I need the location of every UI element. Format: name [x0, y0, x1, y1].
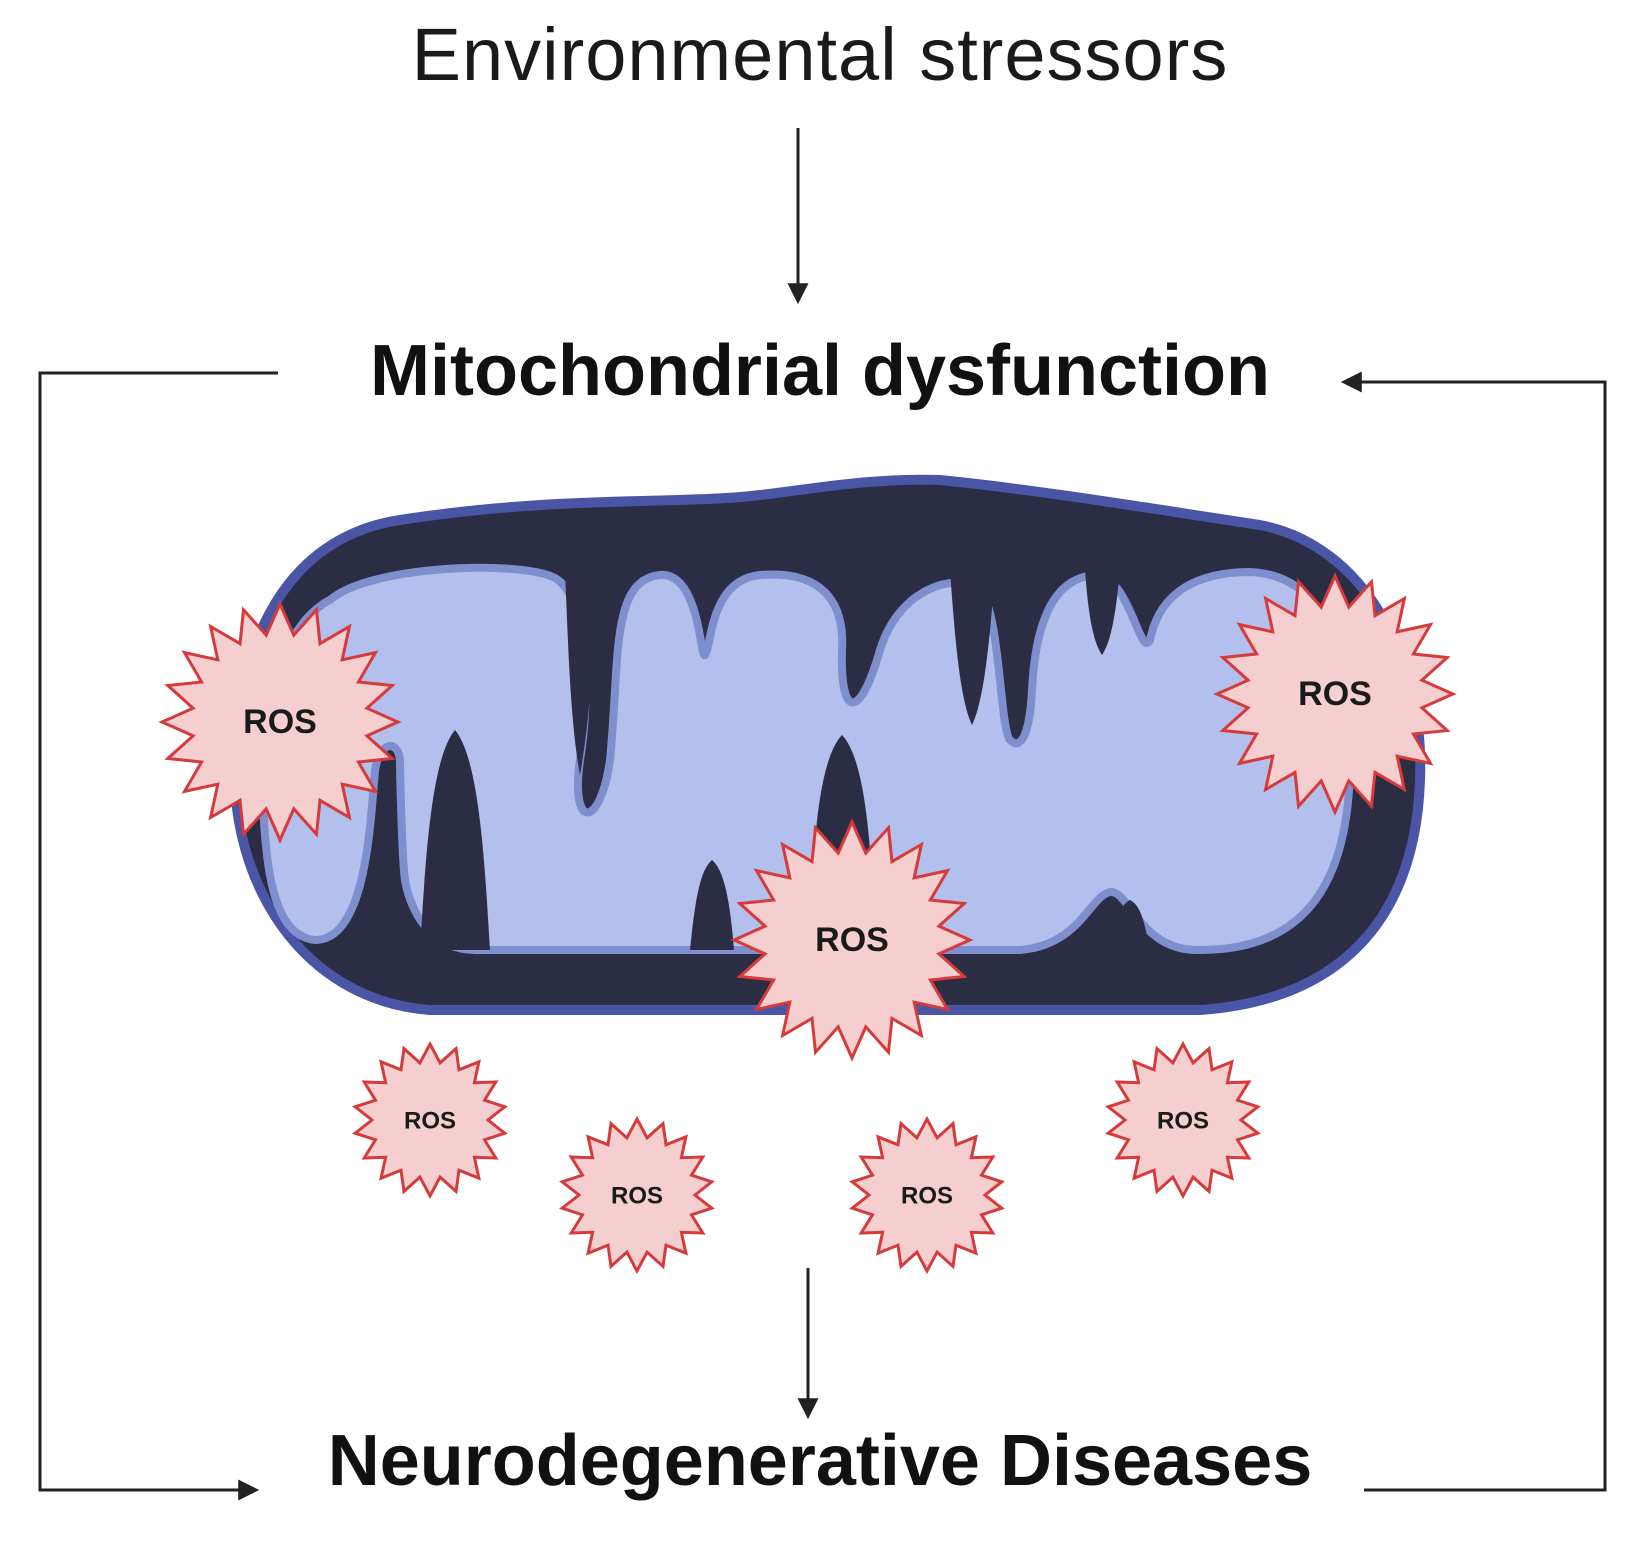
left-loop-arrow — [38, 371, 278, 1501]
ros-burst: ROS — [730, 818, 974, 1062]
ros-starburst-shape — [158, 600, 402, 844]
ros-burst: ROS — [352, 1040, 508, 1200]
ros-burst: ROS — [559, 1115, 715, 1275]
crista-5 — [950, 570, 995, 725]
ros-starburst-shape — [352, 1040, 508, 1200]
ros-label: ROS — [901, 1182, 953, 1209]
ros-starburst-shape — [730, 818, 974, 1062]
ros-layer: ROS ROS ROS ROS ROS ROS ROS — [158, 572, 1457, 1275]
ros-label: ROS — [404, 1107, 456, 1134]
ros-starburst-shape — [1213, 572, 1457, 816]
right-loop-arrow — [1340, 371, 1607, 1492]
ros-burst: ROS — [849, 1115, 1005, 1275]
crista-2 — [565, 570, 598, 775]
ros-burst: ROS — [1105, 1040, 1261, 1200]
ros-starburst-shape — [1105, 1040, 1261, 1200]
ros-label: ROS — [1298, 675, 1372, 713]
ros-label: ROS — [611, 1182, 663, 1209]
ros-burst: ROS — [158, 600, 402, 844]
crista-7 — [1110, 900, 1150, 955]
ros-burst: ROS — [1213, 572, 1457, 816]
ros-label: ROS — [1157, 1107, 1209, 1134]
ros-starburst-shape — [849, 1115, 1005, 1275]
environmental-stressors-label: Environmental stressors — [411, 13, 1229, 96]
ros-starburst-shape — [559, 1115, 715, 1275]
crista-3 — [690, 860, 734, 950]
neurodegenerative-diseases-label: Neurodegenerative Diseases — [327, 1421, 1313, 1501]
mitochondrial-dysfunction-label: Mitochondrial dysfunction — [370, 331, 1270, 411]
crista-6 — [1085, 570, 1120, 655]
crista-1 — [420, 730, 490, 950]
ros-label: ROS — [815, 921, 889, 959]
ros-label: ROS — [243, 703, 317, 741]
